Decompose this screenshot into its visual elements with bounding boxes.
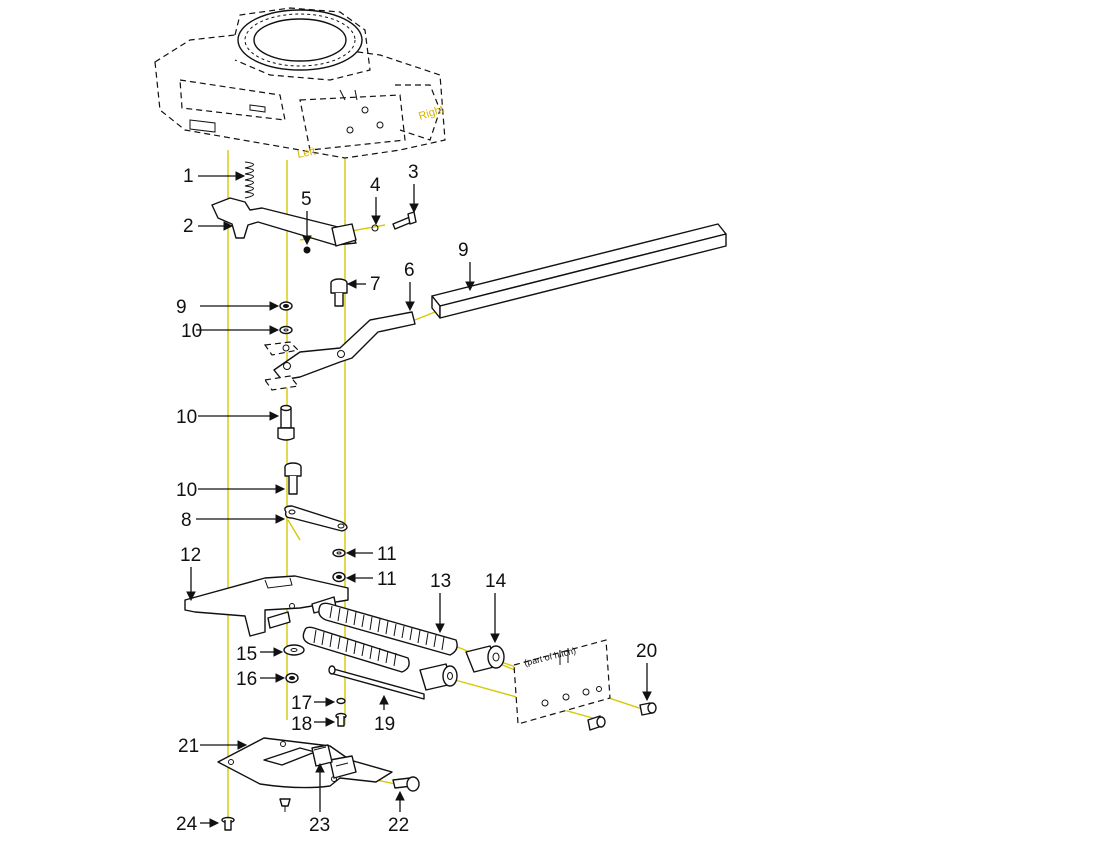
callout-label: 12 [180, 545, 201, 566]
callout-label: 16 [236, 669, 257, 690]
part-16-screw [335, 712, 347, 727]
hitch-plate: (part of hitch) [513, 639, 611, 725]
callout-label: 8 [181, 510, 192, 531]
callout-19: 20 [636, 641, 657, 702]
callout-16: 18 [291, 714, 336, 735]
part-6-arm [273, 311, 416, 381]
callout-8: 7 [346, 274, 381, 295]
part-10-nut-lower [285, 672, 299, 684]
callout-9-upper: 10 [181, 321, 280, 342]
callout-14: 19 [374, 694, 395, 735]
callout-label: 10 [176, 480, 197, 501]
part-10-nut-upper [279, 301, 293, 311]
callout-18: 14 [485, 571, 507, 644]
callout-label: 5 [301, 189, 312, 210]
callout-11-upper: 10 [176, 407, 280, 428]
callout-label: 24 [176, 814, 198, 835]
callout-10-middle: 11 [345, 569, 397, 590]
part-24-screw [221, 816, 235, 831]
part-11-bolt-lower [284, 462, 302, 495]
callout-label: 22 [388, 815, 409, 836]
part-13-washer [283, 644, 305, 656]
part-8-bolt [330, 278, 348, 307]
callout-label: 3 [408, 162, 419, 183]
callout-label: 15 [236, 644, 257, 665]
part-15-clip [336, 697, 346, 705]
callout-label: 7 [370, 274, 381, 295]
callout-10-lower: 16 [236, 669, 286, 690]
callout-label: 23 [309, 815, 330, 836]
plate-screw [279, 798, 291, 812]
part-23-clip [311, 744, 333, 767]
callout-9-lower: 11 [345, 544, 397, 565]
part-9-washer-lower [332, 548, 346, 558]
callout-3: 3 [408, 162, 419, 214]
callout-4: 4 [370, 175, 381, 226]
callout-label: 9 [458, 240, 469, 261]
callout-label: 11 [377, 544, 397, 565]
hitch-bolt-lower [587, 715, 606, 731]
part-1-spring [244, 161, 254, 199]
part-22-bolt [392, 776, 420, 792]
callout-label: 21 [178, 736, 199, 757]
part-20-tube [431, 223, 727, 319]
callout-2: 2 [183, 216, 234, 237]
callout-12: 12 [180, 545, 201, 602]
callout-label: 18 [291, 714, 312, 735]
callout-label: 11 [377, 569, 397, 590]
callout-label: 17 [291, 693, 312, 714]
callout-label: 10 [181, 321, 202, 342]
callout-label: 20 [636, 641, 657, 662]
part-14-rod [328, 665, 425, 700]
part-2-lever [211, 197, 417, 254]
callouts: 1 2 3 4 5 6 [176, 162, 657, 836]
callout-22: 22 [388, 790, 409, 836]
callout-1: 1 [183, 166, 246, 187]
part-7-link [284, 505, 348, 532]
callout-15: 17 [291, 693, 336, 714]
callout-label: 6 [404, 260, 415, 281]
callout-label: 4 [370, 175, 381, 196]
callout-17: 13 [430, 571, 451, 634]
part-11-bolt-upper [277, 404, 295, 441]
callout-6: 6 [404, 260, 415, 312]
callout-13: 15 [236, 644, 284, 665]
callout-label: 9 [176, 297, 187, 318]
spacer-lower [419, 663, 458, 691]
bushing-upper [263, 341, 300, 391]
callout-21: 21 [178, 736, 248, 757]
callout-10-upper: 9 [176, 297, 280, 318]
callout-label: 19 [374, 714, 395, 735]
callout-label: 10 [176, 407, 197, 428]
callout-label: 13 [430, 571, 451, 592]
left-side-label: Left [296, 145, 316, 161]
callout-label: 14 [485, 571, 507, 592]
callout-23: 23 [309, 762, 330, 836]
part-9-washer-upper [279, 325, 293, 335]
callout-24: 24 [176, 814, 220, 835]
callout-5: 5 [301, 189, 312, 246]
part-19-bolt [639, 702, 657, 716]
part-10-nut-middle [332, 571, 346, 583]
part-18-spacer [465, 645, 505, 673]
transmission-housing: Left Right [154, 7, 446, 161]
callout-20: 9 [458, 240, 475, 292]
callout-11-lower: 10 [176, 480, 286, 501]
callout-7: 8 [181, 510, 286, 531]
callout-label: 1 [183, 166, 194, 187]
part-17-springs [302, 602, 458, 673]
callout-label: 2 [183, 216, 194, 237]
